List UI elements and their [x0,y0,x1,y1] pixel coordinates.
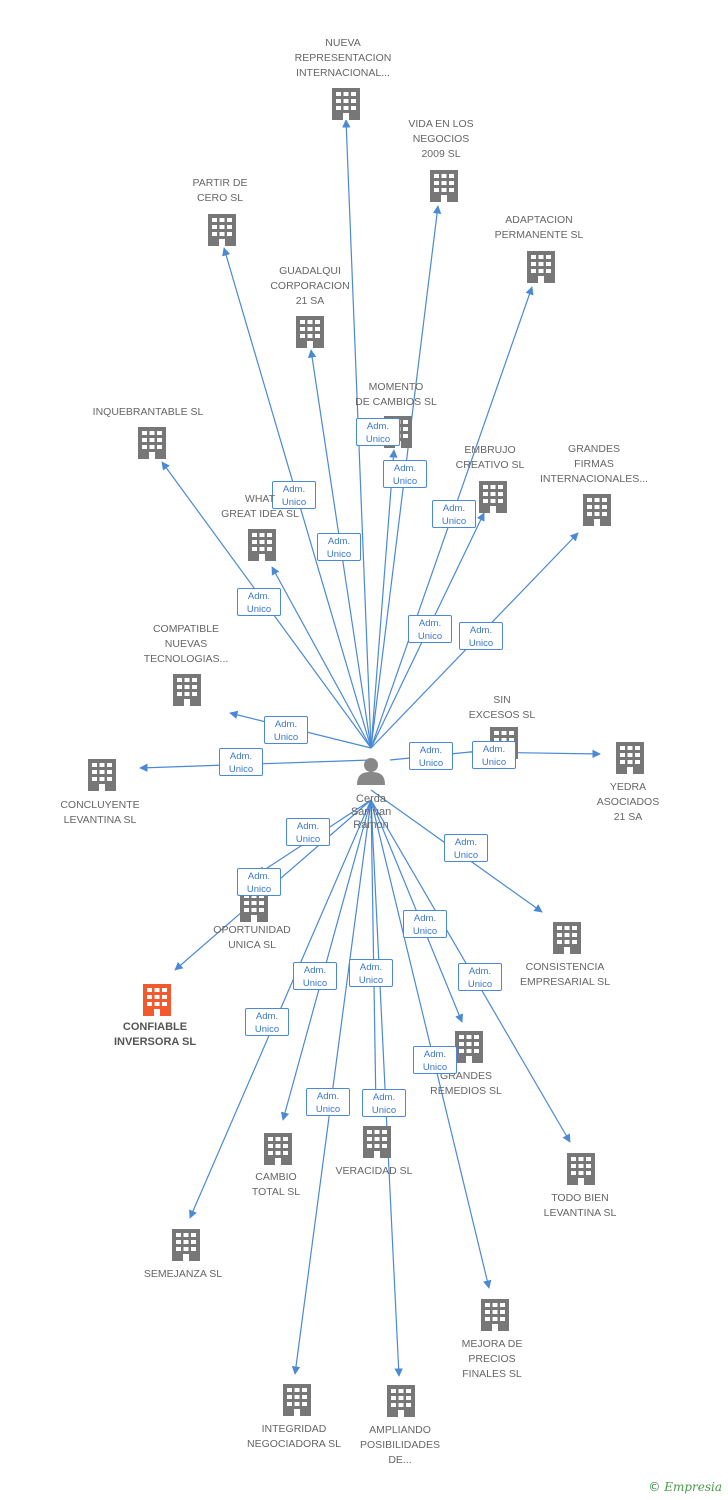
company-label-veracidad[interactable]: VERACIDAD SL [335,1165,413,1177]
edge-ampliando [370,799,403,1377]
company-label-cambio[interactable]: CAMBIO TOTAL SL [251,1171,301,1198]
company-label-grandes_firmas[interactable]: GRANDES FIRMAS INTERNACIONALES... [540,443,648,485]
role-label-grandes_firmas: Adm. Unico [459,622,503,650]
company-label-yedra[interactable]: YEDRA ASOCIADOS 21 SA [596,781,660,823]
edge-veracidad [370,799,381,1111]
company-label-semejanza[interactable]: SEMEJANZA SL [143,1268,223,1280]
edge-integridad [291,799,372,1375]
edge-mejora [370,799,492,1289]
company-label-nueva[interactable]: NUEVA REPRESENTACION INTERNACIONAL... [294,37,392,79]
building-icon[interactable] [387,1385,415,1417]
company-label-confiable[interactable]: CONFIABLE INVERSORA SL [113,1021,197,1048]
company-label-integridad[interactable]: INTEGRIDAD NEGOCIADORA SL [247,1423,341,1450]
building-icon[interactable] [332,88,360,120]
building-icon[interactable] [553,922,581,954]
building-icon[interactable] [296,316,324,348]
company-label-compatible[interactable]: COMPATIBLE NUEVAS TECNOLOGIAS... [143,623,229,665]
role-label-compatible: Adm. Unico [264,716,308,744]
role-label-what: Adm. Unico [237,588,281,616]
role-label-consistencia: Adm. Unico [444,834,488,862]
building-icon[interactable] [208,214,236,246]
company-label-guadalqui[interactable]: GUADALQUI CORPORACION 21 SA [270,265,350,307]
role-label-vida: Adm. Unico [383,460,427,488]
person-name[interactable]: Cerda Sanjuan Ramon [350,793,392,831]
brand-logo-text: Empresia [664,1480,722,1494]
edge-cambio [280,799,372,1121]
role-label-nueva: Adm. Unico [356,418,400,446]
role-label-grandes_remedios: Adm. Unico [403,910,447,938]
building-icon[interactable] [567,1153,595,1185]
role-label-oportunidad: Adm. Unico [286,818,330,846]
company-label-grandes_remedios[interactable]: GRANDES REMEDIOS SL [430,1070,502,1097]
company-label-adaptacion[interactable]: ADAPTACION PERMANENTE SL [494,214,584,241]
company-label-partir[interactable]: PARTIR DE CERO SL [192,177,248,204]
company-label-mejora[interactable]: MEJORA DE PRECIOS FINALES SL [461,1338,523,1380]
building-icon[interactable] [527,251,555,283]
company-label-sin_excesos[interactable]: SIN EXCESOS SL [468,694,536,721]
company-label-embrujo[interactable]: EMBRUJO CREATIVO SL [455,444,525,471]
footer-brand: © Empresia [648,1480,722,1494]
person-icon [357,758,385,785]
building-icon[interactable] [172,1229,200,1261]
company-label-what[interactable]: WHAT GREAT IDEA SL [221,493,299,520]
person-node[interactable] [357,758,385,785]
company-label-inquebrantable[interactable]: INQUEBRANTABLE SL [92,406,204,418]
company-label-momento[interactable]: MOMENTO DE CAMBIOS SL [355,381,437,408]
edge-what [271,566,372,749]
role-label-yedra: Adm. Unico [472,741,516,769]
role-label-cambio: Adm. Unico [293,962,337,990]
building-icon[interactable] [616,742,644,774]
company-label-oportunidad[interactable]: OPORTUNIDAD UNICA SL [213,924,291,951]
role-label-mejora: Adm. Unico [413,1046,457,1074]
role-label-veracidad: Adm. Unico [349,959,393,987]
company-label-todo_bien[interactable]: TODO BIEN LEVANTINA SL [543,1192,617,1219]
company-label-ampliando[interactable]: AMPLIANDO POSIBILIDADES DE... [360,1424,440,1466]
building-icon[interactable] [430,170,458,202]
building-icon[interactable] [264,1133,292,1165]
role-label-adaptacion: Adm. Unico [432,500,476,528]
company-label-consistencia[interactable]: CONSISTENCIA EMPRESARIAL SL [519,961,611,988]
company-label-concluyente[interactable]: CONCLUYENTE LEVANTINA SL [60,799,140,826]
building-icon[interactable] [479,481,507,513]
building-icon-highlight[interactable] [143,984,171,1016]
company-label-vida[interactable]: VIDA EN LOS NEGOCIOS 2009 SL [408,118,474,160]
building-icon[interactable] [88,759,116,791]
building-icon[interactable] [455,1031,483,1063]
role-label-todo_bien: Adm. Unico [458,963,502,991]
role-label-sin_excesos: Adm. Unico [409,742,453,770]
role-label-embrujo: Adm. Unico [408,615,452,643]
building-icon[interactable] [583,494,611,526]
role-label-ampliando: Adm. Unico [362,1089,406,1117]
role-label-concluyente: Adm. Unico [219,748,263,776]
building-icon[interactable] [173,674,201,706]
role-label-semejanza: Adm. Unico [245,1008,289,1036]
role-label-partir: Adm. Unico [272,481,316,509]
building-icon[interactable] [363,1126,391,1158]
role-label-confiable: Adm. Unico [237,868,281,896]
building-icon[interactable] [138,427,166,459]
role-label-integridad: Adm. Unico [306,1088,350,1116]
building-icon[interactable] [481,1299,509,1331]
role-label-guadalqui: Adm. Unico [317,533,361,561]
building-icon[interactable] [283,1384,311,1416]
nodes-layer [88,88,644,1417]
edge-momento [370,449,398,749]
building-icon[interactable] [248,529,276,561]
copyright-symbol: © [648,1480,661,1494]
